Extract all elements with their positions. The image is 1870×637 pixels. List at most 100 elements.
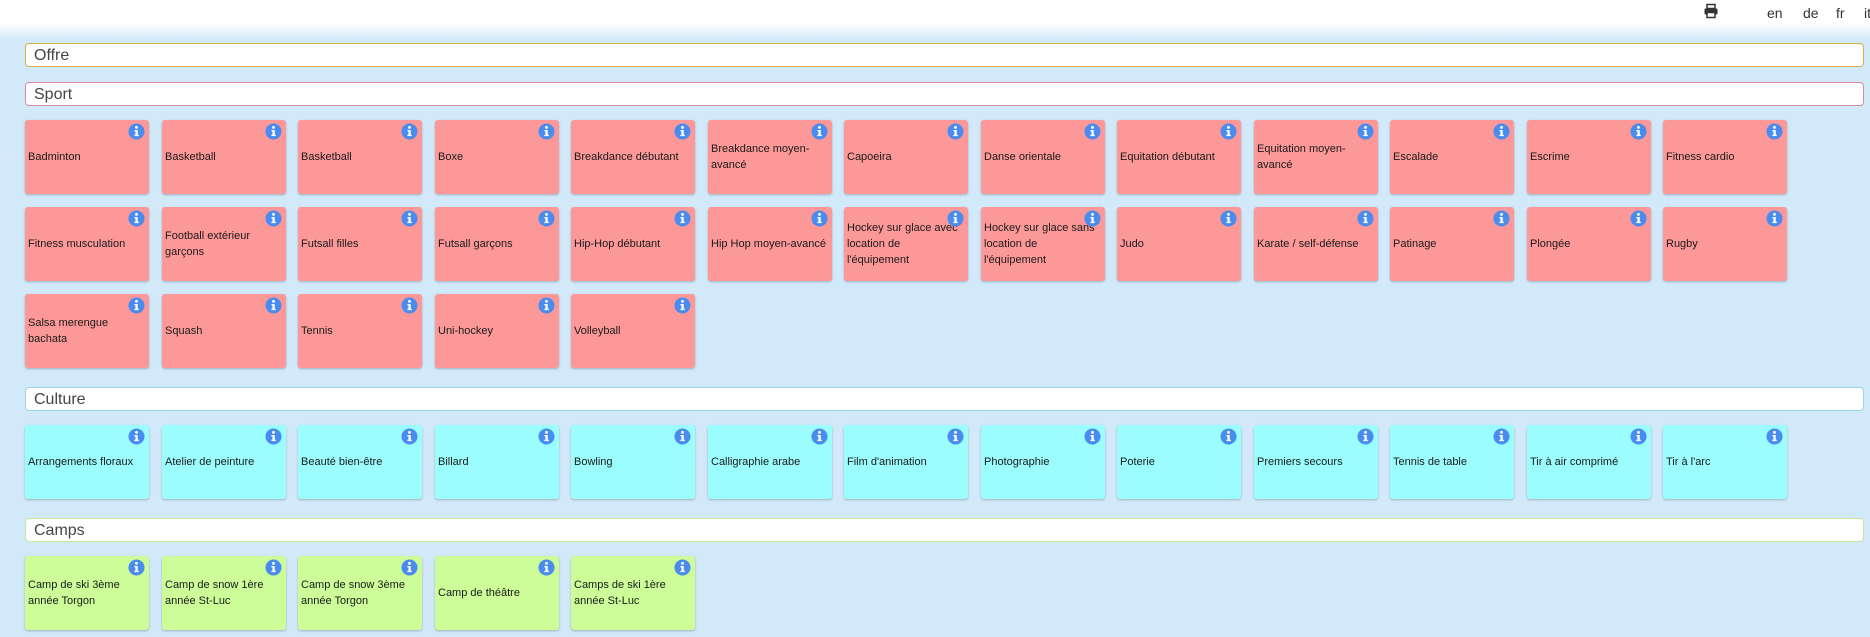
culture-activity-tile[interactable]: Beauté bien-être (298, 425, 422, 499)
info-icon[interactable] (538, 559, 555, 576)
info-icon[interactable] (1493, 428, 1510, 445)
sport-activity-tile[interactable]: Futsall garçons (435, 207, 559, 281)
culture-activity-tile[interactable]: Bowling (571, 425, 695, 499)
info-icon[interactable] (1357, 428, 1374, 445)
sport-activity-tile[interactable]: Salsa merengue bachata (25, 294, 149, 368)
sport-activity-tile[interactable]: Hockey sur glace avec location de l'équi… (844, 207, 968, 281)
info-icon[interactable] (1630, 428, 1647, 445)
info-icon[interactable] (947, 210, 964, 227)
info-icon[interactable] (128, 559, 145, 576)
info-icon[interactable] (1766, 210, 1783, 227)
sport-activity-tile[interactable]: Badminton (25, 120, 149, 194)
camps-activity-tile[interactable]: Camp de théâtre (435, 556, 559, 630)
info-icon[interactable] (674, 210, 691, 227)
camps-activity-tile[interactable]: Camp de snow 1ère année St-Luc (162, 556, 286, 630)
camps-activity-tile[interactable]: Camp de snow 3ème année Torgon (298, 556, 422, 630)
info-icon[interactable] (128, 210, 145, 227)
sport-activity-tile[interactable]: Futsall filles (298, 207, 422, 281)
info-icon[interactable] (1493, 210, 1510, 227)
sport-activity-tile[interactable]: Basketball (298, 120, 422, 194)
info-icon[interactable] (265, 559, 282, 576)
info-icon[interactable] (265, 123, 282, 140)
section-header-culture[interactable]: Culture (25, 387, 1864, 411)
info-icon[interactable] (401, 123, 418, 140)
sport-activity-tile[interactable]: Volleyball (571, 294, 695, 368)
info-icon[interactable] (811, 210, 828, 227)
info-icon[interactable] (1766, 123, 1783, 140)
section-header-offre[interactable]: Offre (25, 43, 1864, 67)
lang-it-link[interactable]: it (1864, 5, 1870, 21)
info-icon[interactable] (811, 428, 828, 445)
info-icon[interactable] (1084, 210, 1101, 227)
sport-activity-tile[interactable]: Equitation moyen-avancé (1254, 120, 1378, 194)
sport-activity-tile[interactable]: Rugby (1663, 207, 1787, 281)
info-icon[interactable] (674, 559, 691, 576)
info-icon[interactable] (1357, 123, 1374, 140)
info-icon[interactable] (265, 428, 282, 445)
info-icon[interactable] (1220, 428, 1237, 445)
info-icon[interactable] (947, 123, 964, 140)
sport-activity-tile[interactable]: Judo (1117, 207, 1241, 281)
info-icon[interactable] (538, 210, 555, 227)
info-icon[interactable] (538, 428, 555, 445)
info-icon[interactable] (947, 428, 964, 445)
lang-fr-link[interactable]: fr (1836, 5, 1845, 21)
culture-activity-tile[interactable]: Arrangements floraux (25, 425, 149, 499)
lang-en-link[interactable]: en (1767, 5, 1783, 21)
info-icon[interactable] (1357, 210, 1374, 227)
sport-activity-tile[interactable]: Karate / self-défense (1254, 207, 1378, 281)
info-icon[interactable] (674, 297, 691, 314)
info-icon[interactable] (538, 297, 555, 314)
info-icon[interactable] (128, 123, 145, 140)
culture-activity-tile[interactable]: Poterie (1117, 425, 1241, 499)
sport-activity-tile[interactable]: Football extérieur garçons (162, 207, 286, 281)
sport-activity-tile[interactable]: Fitness musculation (25, 207, 149, 281)
sport-activity-tile[interactable]: Breakdance moyen-avancé (708, 120, 832, 194)
culture-activity-tile[interactable]: Billard (435, 425, 559, 499)
sport-activity-tile[interactable]: Escrime (1527, 120, 1651, 194)
info-icon[interactable] (401, 297, 418, 314)
camps-activity-tile[interactable]: Camps de ski 1ère année St-Luc (571, 556, 695, 630)
info-icon[interactable] (1220, 123, 1237, 140)
culture-activity-tile[interactable]: Tir à air comprimé (1527, 425, 1651, 499)
info-icon[interactable] (128, 428, 145, 445)
info-icon[interactable] (1084, 123, 1101, 140)
sport-activity-tile[interactable]: Plongée (1527, 207, 1651, 281)
info-icon[interactable] (1630, 123, 1647, 140)
culture-activity-tile[interactable]: Film d'animation (844, 425, 968, 499)
lang-de-link[interactable]: de (1803, 5, 1819, 21)
sport-activity-tile[interactable]: Fitness cardio (1663, 120, 1787, 194)
info-icon[interactable] (128, 297, 145, 314)
info-icon[interactable] (401, 559, 418, 576)
sport-activity-tile[interactable]: Basketball (162, 120, 286, 194)
print-icon[interactable] (1703, 3, 1719, 19)
culture-activity-tile[interactable]: Calligraphie arabe (708, 425, 832, 499)
camps-activity-tile[interactable]: Camp de ski 3ème année Torgon (25, 556, 149, 630)
info-icon[interactable] (538, 123, 555, 140)
culture-activity-tile[interactable]: Atelier de peinture (162, 425, 286, 499)
info-icon[interactable] (265, 297, 282, 314)
info-icon[interactable] (1084, 428, 1101, 445)
culture-activity-tile[interactable]: Tir à l'arc (1663, 425, 1787, 499)
culture-activity-tile[interactable]: Premiers secours (1254, 425, 1378, 499)
info-icon[interactable] (401, 428, 418, 445)
info-icon[interactable] (811, 123, 828, 140)
sport-activity-tile[interactable]: Tennis (298, 294, 422, 368)
sport-activity-tile[interactable]: Uni-hockey (435, 294, 559, 368)
info-icon[interactable] (1493, 123, 1510, 140)
info-icon[interactable] (401, 210, 418, 227)
section-header-sport[interactable]: Sport (25, 82, 1864, 106)
sport-activity-tile[interactable]: Boxe (435, 120, 559, 194)
sport-activity-tile[interactable]: Patinage (1390, 207, 1514, 281)
info-icon[interactable] (1220, 210, 1237, 227)
sport-activity-tile[interactable]: Hip Hop moyen-avancé (708, 207, 832, 281)
sport-activity-tile[interactable]: Escalade (1390, 120, 1514, 194)
sport-activity-tile[interactable]: Hip-Hop débutant (571, 207, 695, 281)
sport-activity-tile[interactable]: Hockey sur glace sans location de l'équi… (981, 207, 1105, 281)
sport-activity-tile[interactable]: Capoeira (844, 120, 968, 194)
culture-activity-tile[interactable]: Photographie (981, 425, 1105, 499)
info-icon[interactable] (674, 428, 691, 445)
sport-activity-tile[interactable]: Danse orientale (981, 120, 1105, 194)
info-icon[interactable] (1630, 210, 1647, 227)
sport-activity-tile[interactable]: Squash (162, 294, 286, 368)
